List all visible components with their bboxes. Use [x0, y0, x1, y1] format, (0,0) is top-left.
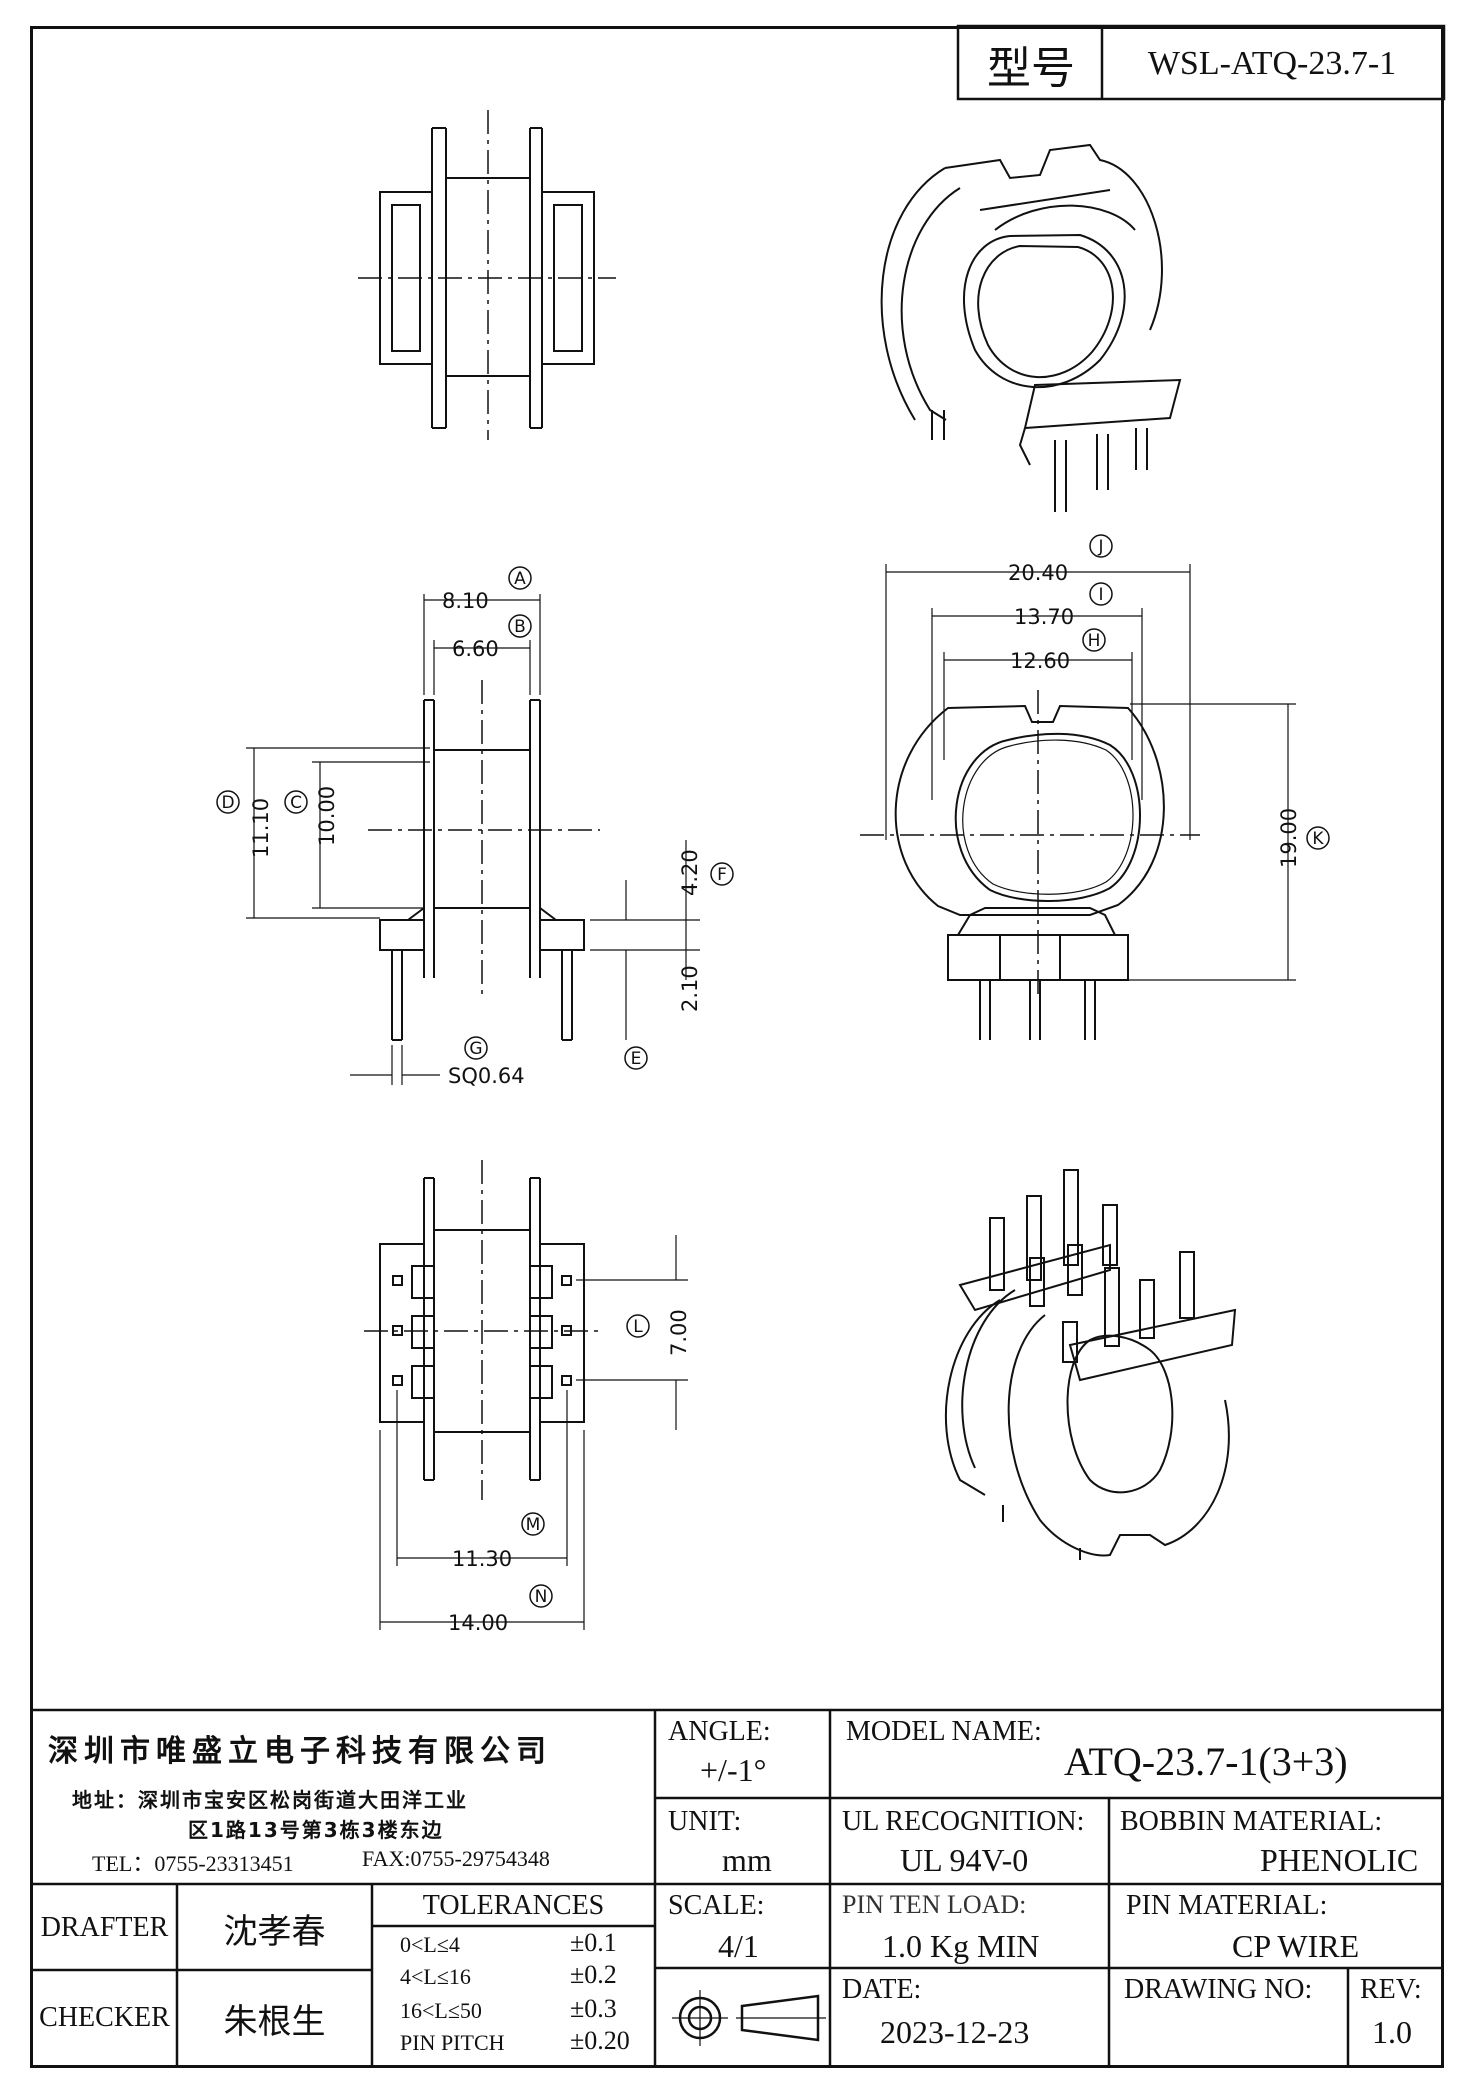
bottom-view [364, 1160, 688, 1630]
unit-label: UNIT: [668, 1806, 742, 1837]
dimension-labels: 8.10 6.60 10.00 11.10 2.10 4.20 SQ0.64 2… [249, 561, 1301, 1635]
dim-d: 11.10 [249, 798, 273, 858]
dim-f: 4.20 [678, 849, 702, 896]
callout-j: J [1097, 537, 1103, 557]
pin-load-label: PIN TEN LOAD: [842, 1890, 1027, 1919]
company-name: 深圳市唯盛立电子科技有限公司 [48, 1734, 552, 1769]
callout-f: F [717, 865, 727, 885]
model-label: 型号 [987, 42, 1075, 94]
ul-value: UL 94V-0 [900, 1842, 1029, 1878]
isometric-view-bottom [944, 1169, 1237, 1560]
isometric-view-top [880, 143, 1182, 512]
rev-label: REV: [1360, 1974, 1422, 2005]
dim-n: 14.00 [448, 1611, 508, 1635]
callout-l: L [633, 1317, 643, 1337]
ul-label: UL RECOGNITION: [842, 1806, 1085, 1837]
side-view-top [358, 110, 616, 440]
pin-material-value: CP WIRE [1232, 1928, 1360, 1964]
date-value: 2023-12-23 [880, 2014, 1030, 2050]
dim-m: 11.30 [452, 1547, 512, 1571]
dim-b: 6.60 [452, 637, 499, 661]
tolerances-label: TOLERANCES [422, 1890, 605, 1921]
tolerance-range-3: 16<L≤50 [400, 1998, 482, 2023]
dim-k: 19.00 [1277, 808, 1301, 868]
company-fax: FAX:0755-29754348 [362, 1846, 550, 1871]
callout-i: I [1098, 585, 1103, 605]
company-address-line1: 地址：深圳市宝安区松岗街道大田洋工业 [72, 1788, 468, 1812]
model-value: WSL-ATQ-23.7-1 [1147, 44, 1397, 82]
scale-value: 4/1 [718, 1928, 759, 1964]
tolerance-range-4: PIN PITCH [400, 2030, 505, 2055]
bobbin-label: BOBBIN MATERIAL: [1120, 1806, 1383, 1837]
callout-e: E [631, 1049, 642, 1069]
dim-j: 20.40 [1008, 561, 1068, 585]
company-address-line2: 区1路13号第3栋3楼东边 [188, 1818, 444, 1842]
unit-value: mm [722, 1842, 772, 1878]
callout-h: H [1088, 631, 1101, 651]
dim-h: 12.60 [1010, 649, 1070, 673]
callout-n: N [535, 1587, 548, 1607]
tolerance-range-1: 0<L≤4 [400, 1932, 460, 1957]
callout-m: M [526, 1515, 541, 1535]
bobbin-value: PHENOLIC [1260, 1842, 1419, 1878]
front-view-middle [246, 594, 700, 1085]
tolerance-value-1: ±0.1 [570, 1928, 617, 1957]
dim-e: 2.10 [678, 965, 702, 1012]
model-name-value: ATQ-23.7-1(3+3) [1064, 1739, 1348, 1784]
angle-label: ANGLE: [668, 1716, 771, 1747]
drawing-no-label: DRAWING NO: [1124, 1974, 1313, 2005]
drawing-sheet [30, 26, 1444, 2068]
dim-i: 13.70 [1014, 605, 1074, 629]
callout-c: C [290, 793, 302, 813]
scale-label: SCALE: [668, 1890, 765, 1921]
callout-k: K [1312, 829, 1324, 849]
pin-material-label: PIN MATERIAL: [1126, 1890, 1328, 1921]
tolerance-range-2: 4<L≤16 [400, 1964, 471, 1989]
dim-a: 8.10 [442, 589, 489, 613]
tolerance-value-2: ±0.2 [570, 1960, 617, 1989]
callout-letters: A B C D E F G H I J K L M N [221, 537, 1324, 1607]
angle-value: +/-1° [700, 1752, 767, 1788]
model-name-label: MODEL NAME: [846, 1716, 1042, 1747]
dim-c: 10.00 [315, 786, 339, 846]
callout-a: A [514, 569, 526, 589]
pin-load-value: 1.0 Kg MIN [882, 1928, 1040, 1964]
drafter-value: 沈孝春 [223, 1911, 326, 1952]
callout-circles [216, 534, 1330, 1608]
checker-value: 朱根生 [223, 2001, 326, 2042]
title-block-grid [30, 24, 1446, 2068]
dim-g: SQ0.64 [448, 1064, 525, 1088]
dim-l: 7.00 [667, 1309, 691, 1356]
company-tel: TEL：0755-23313451 [92, 1851, 294, 1876]
date-label: DATE: [842, 1974, 922, 2005]
rev-value: 1.0 [1372, 2014, 1412, 2050]
end-view-middle [860, 564, 1296, 1040]
callout-d: D [221, 793, 234, 813]
callout-g: G [469, 1039, 482, 1059]
drafter-label: DRAFTER [40, 1912, 169, 1943]
tolerance-value-3: ±0.3 [570, 1994, 617, 2023]
checker-label: CHECKER [39, 2002, 170, 2033]
tolerance-value-4: ±0.20 [570, 2026, 630, 2055]
callout-b: B [514, 617, 526, 637]
